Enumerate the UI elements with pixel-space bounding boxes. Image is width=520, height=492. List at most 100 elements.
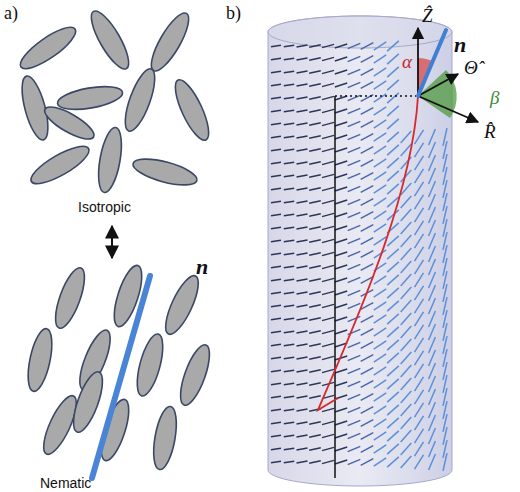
director-dash (415, 299, 424, 313)
director-dash (297, 461, 308, 463)
director-dash (335, 304, 347, 308)
director-dash (387, 80, 399, 90)
director-dash (322, 239, 334, 242)
director-dash (297, 58, 308, 60)
director-dash (401, 287, 412, 299)
director-dash (387, 106, 399, 116)
director-dash (335, 330, 347, 334)
director-dash (348, 394, 361, 399)
director-dash (297, 71, 308, 73)
director-dash (387, 314, 399, 324)
director-dash (374, 211, 386, 219)
director-dash (297, 110, 308, 112)
director-dash (284, 331, 294, 333)
director-dash (374, 445, 386, 453)
director-dash (415, 208, 424, 222)
director-dash (361, 316, 374, 323)
director-dash (348, 82, 361, 87)
director-dash (297, 45, 308, 47)
director-dash (322, 265, 334, 268)
cylinder (268, 16, 452, 486)
director-dash (335, 226, 347, 230)
director-dash (348, 108, 361, 113)
director-dash (348, 303, 361, 308)
director-dash (401, 404, 412, 416)
director-symbol: n (196, 256, 208, 278)
director-dash (348, 173, 361, 178)
director-dash (374, 289, 386, 297)
director-dash (387, 405, 399, 415)
director-dash (387, 249, 399, 259)
director-dash (348, 43, 361, 48)
director-dash (297, 227, 308, 229)
director-dash (284, 318, 294, 320)
director-dash (387, 444, 399, 454)
director-vector (418, 30, 446, 96)
panel-letter: b) (226, 4, 241, 22)
director-dash (271, 97, 281, 98)
director-dash (271, 175, 281, 176)
director-dash (374, 341, 386, 349)
director-dash (401, 339, 412, 351)
director-dash (284, 71, 294, 73)
director-dash (374, 81, 386, 89)
director-dash (322, 317, 334, 320)
director-dash (415, 234, 424, 248)
director-dash (284, 292, 294, 294)
director-dash (374, 393, 386, 401)
director-dash (284, 240, 294, 242)
director-dash (387, 119, 399, 129)
director-dash (348, 199, 361, 204)
director-dash (361, 160, 374, 167)
director-dash (361, 212, 374, 219)
director-dash (335, 57, 347, 61)
director-dash (284, 279, 294, 281)
director-dash (297, 123, 308, 125)
director-dash (309, 448, 321, 450)
director-dash (297, 188, 308, 190)
director-dash (284, 162, 294, 164)
director-dash (415, 182, 424, 196)
director-dash (361, 368, 374, 375)
director-dash (335, 200, 347, 204)
director-dash (374, 94, 386, 102)
director-dash (284, 396, 294, 398)
director-dash (271, 318, 281, 319)
director-dash (387, 67, 399, 77)
director-dash (309, 123, 321, 125)
director-dash (271, 110, 281, 111)
director-dash (415, 416, 424, 430)
director-dash (387, 392, 399, 402)
director-dash (271, 292, 281, 293)
angle-label: α (402, 52, 412, 71)
director-dash (297, 84, 308, 86)
director-dash (415, 377, 424, 391)
director-dash (309, 396, 321, 398)
director-dash (309, 227, 321, 229)
director-dash (348, 56, 361, 61)
director-dash (415, 195, 424, 209)
director-dash (322, 109, 334, 112)
director-dash (361, 264, 374, 271)
director-dash (361, 56, 374, 63)
director-dash (322, 161, 334, 164)
director-dash (271, 149, 281, 150)
director-dash (361, 173, 374, 180)
transition-arrow (111, 226, 113, 258)
director-dash (284, 305, 294, 307)
director-dash (401, 378, 412, 390)
director-dash (335, 213, 347, 217)
director-dash (401, 300, 412, 312)
director-dash (322, 252, 334, 255)
director-dash (374, 133, 386, 141)
director-dash (387, 327, 399, 337)
director-dash (387, 41, 399, 51)
director-dash (284, 97, 294, 99)
director-dash (361, 446, 374, 453)
director-dash (374, 367, 386, 375)
director-dash (335, 44, 347, 48)
director-dash (415, 221, 424, 235)
director-dash (271, 136, 281, 137)
director-dash (284, 461, 294, 463)
director-dash (374, 198, 386, 206)
